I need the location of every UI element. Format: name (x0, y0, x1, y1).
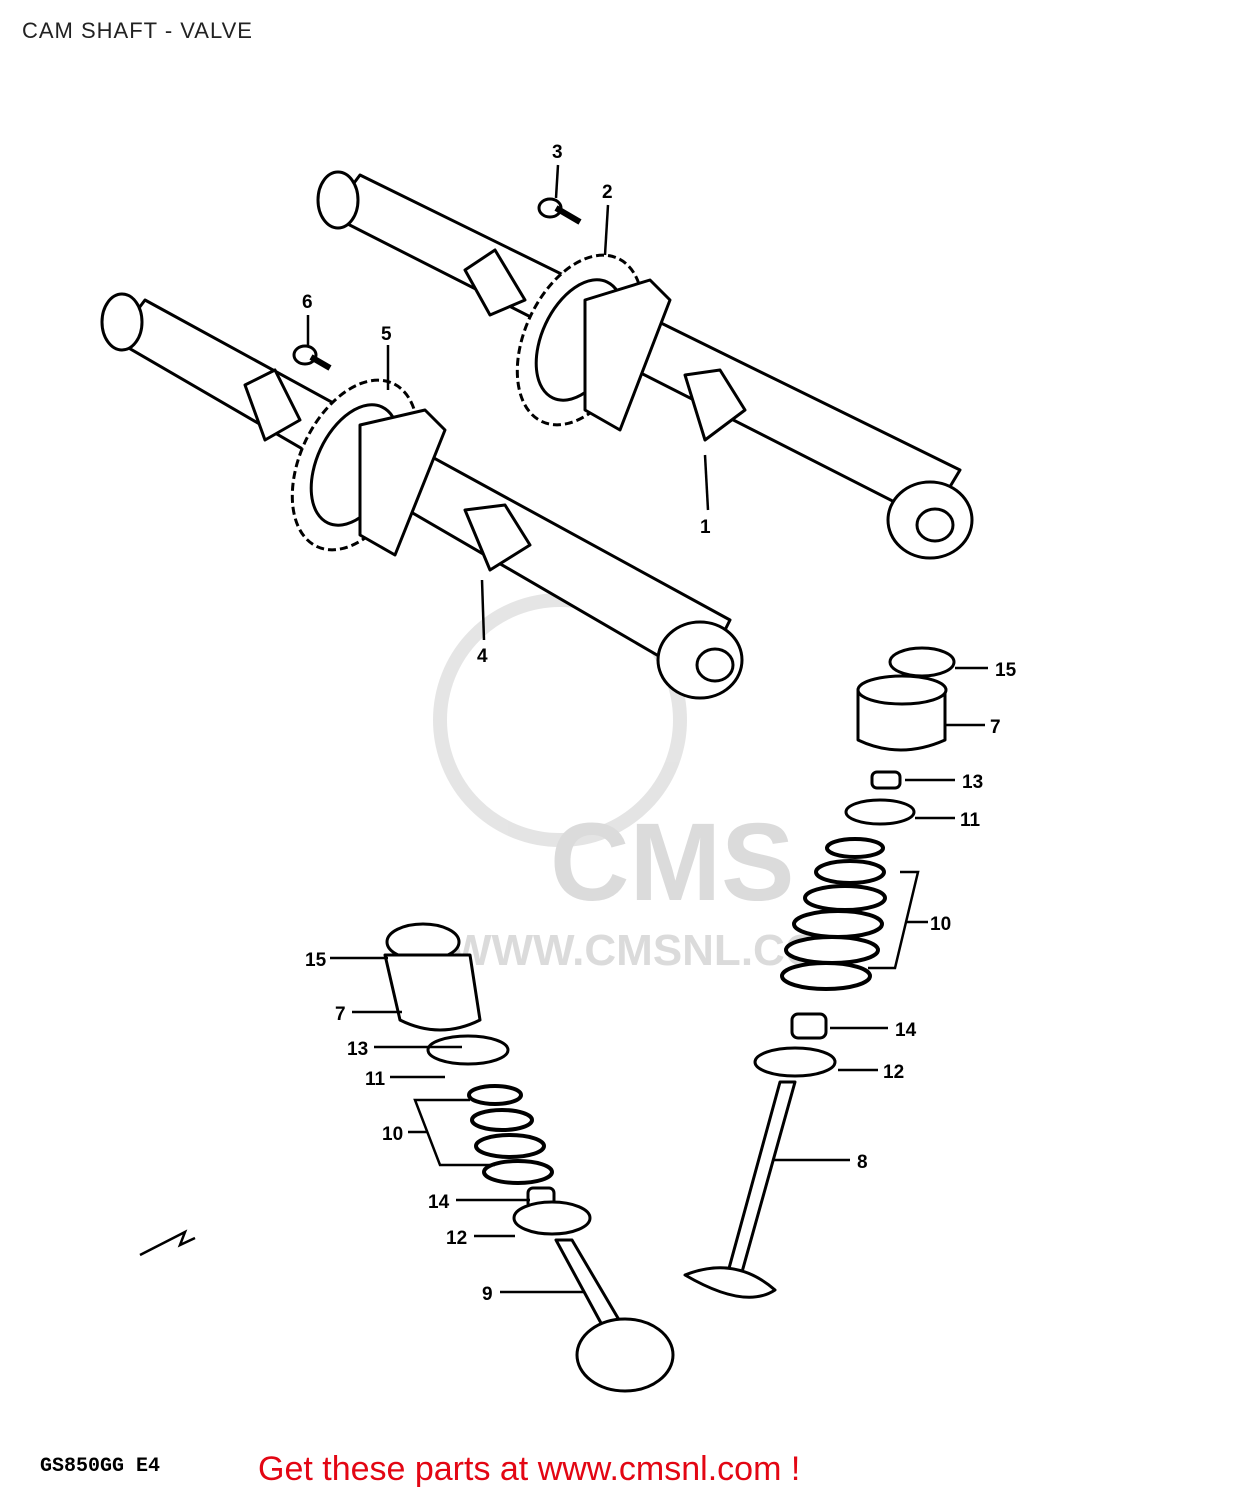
callout-11-left: 11 (365, 1069, 386, 1090)
callout-4: 4 (477, 646, 488, 667)
callout-10-right: 10 (930, 914, 951, 935)
cotter-right (870, 770, 902, 790)
callout-14-left: 14 (428, 1192, 450, 1213)
valve-assembly-right (683, 646, 956, 1299)
callout-11-right: 11 (960, 810, 981, 831)
callout-3: 3 (552, 142, 563, 163)
callout-7-left: 7 (335, 1004, 346, 1025)
valve-head-left (575, 1317, 675, 1393)
shim-right (888, 646, 956, 678)
callout-2: 2 (602, 182, 613, 203)
sprocket-lower (290, 378, 447, 557)
model-code: GS850GG E4 (40, 1455, 161, 1478)
seal-right (790, 1012, 828, 1040)
valve-spring-right (780, 837, 887, 991)
callout-9: 9 (482, 1284, 493, 1305)
callout-14-right: 14 (895, 1020, 917, 1041)
retainer-left (426, 1034, 510, 1066)
callout-labels: 1 2 3 4 5 6 15 7 13 11 10 14 12 8 15 7 1… (302, 142, 1017, 1305)
leader-lines (306, 164, 988, 1294)
watermark-brand: CMS (550, 801, 794, 924)
sprocket-bolt-upper (537, 197, 582, 225)
callout-1: 1 (700, 517, 711, 538)
seat-right (753, 1046, 837, 1078)
callout-15-left: 15 (305, 950, 327, 971)
callout-6: 6 (302, 292, 313, 313)
tappet-right (856, 688, 947, 752)
retainer-right (844, 798, 916, 826)
callout-13-right: 13 (962, 772, 983, 793)
front-arrow-icon (139, 1229, 196, 1257)
callout-5: 5 (381, 324, 392, 345)
callout-12-left: 12 (446, 1228, 467, 1249)
callout-15-right: 15 (995, 660, 1017, 681)
sprocket-upper (515, 253, 672, 432)
valve-stem-right (726, 1080, 797, 1274)
seat-left (512, 1200, 592, 1236)
callout-12-right: 12 (883, 1062, 904, 1083)
callout-7-right: 7 (990, 717, 1001, 738)
valve-assembly-left (383, 922, 675, 1393)
valve-head-right (683, 1266, 777, 1299)
callout-8: 8 (857, 1152, 868, 1173)
watermark: CMS WWW.CMSNL.COM (433, 593, 856, 975)
tappet-left (383, 953, 482, 1032)
valve-spring-left (467, 1084, 554, 1185)
page-title: CAM SHAFT - VALVE (22, 18, 253, 43)
callout-10-left: 10 (382, 1124, 403, 1145)
promo-link[interactable]: Get these parts at www.cmsnl.com ! (258, 1450, 801, 1488)
callout-13-left: 13 (347, 1039, 368, 1060)
sprocket-bolt-lower (292, 344, 332, 371)
